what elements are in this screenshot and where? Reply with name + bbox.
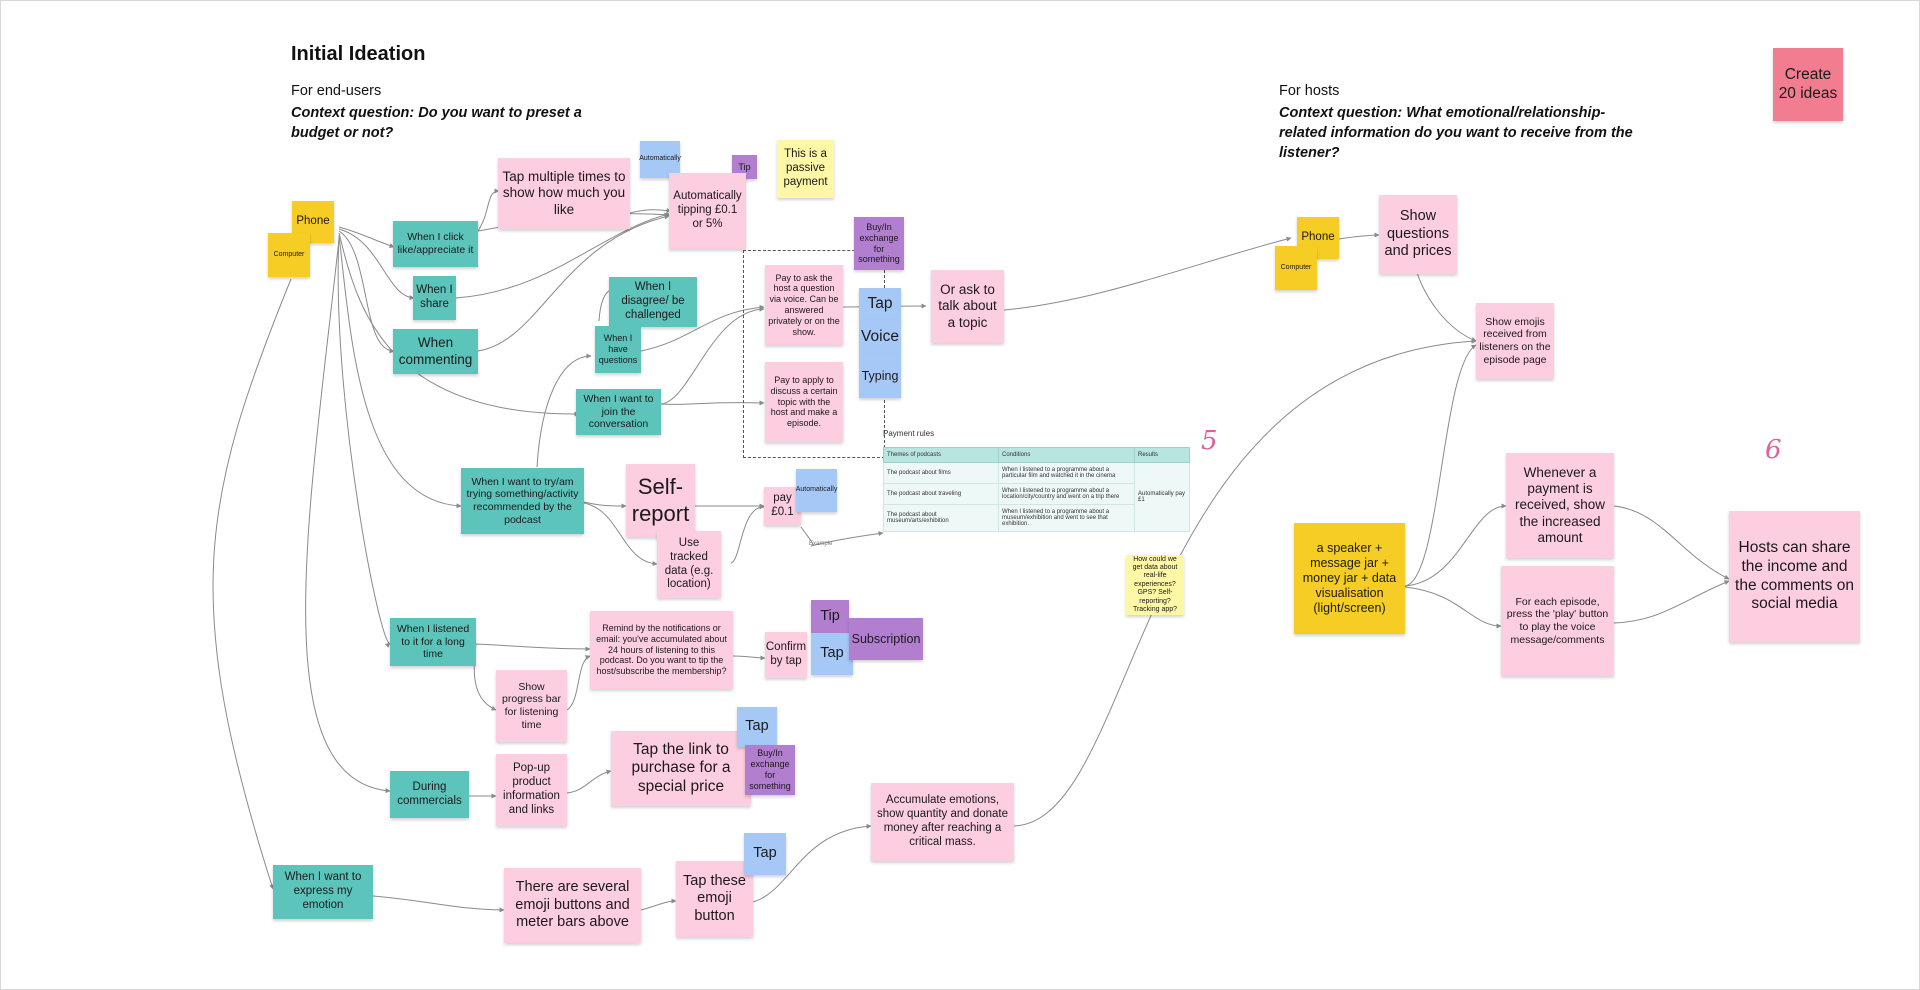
sticky-when-commenting[interactable]: When commenting [393,329,478,374]
table-cell-condition: When I listened to a programme about a m… [998,504,1135,532]
table-cell-result: Automatically pay £1 [1134,462,1190,532]
board-title: Initial Ideation [291,43,426,65]
end-users-question: Context question: Do you want to preset … [291,105,582,141]
payment-rules-table: Themes of podcasts Conditions Results Th… [883,447,1190,532]
sticky-show-emojis-received[interactable]: Show emojis received from listeners on t… [1476,303,1554,379]
sticky-popup-product-info[interactable]: Pop-up product information and links [496,754,567,826]
sticky-tip-2[interactable]: Tip [811,600,849,633]
sticky-computer[interactable]: Computer [268,233,310,277]
table-cell-theme: The podcast about films [883,462,999,484]
scribble-six: 6 [1765,435,1782,465]
sticky-buy-in-exchange-2[interactable]: Buy/In exchange for something [745,745,795,795]
header-conditions: Conditions [998,447,1135,463]
header-results: Results [1134,447,1190,463]
sticky-during-commercials[interactable]: During commercials [390,771,469,818]
sticky-when-click-like[interactable]: When I click like/appreciate it [393,221,478,267]
sticky-payment-received[interactable]: Whenever a payment is received, show the… [1506,453,1614,558]
example-label: Example [809,541,833,547]
table-row: The podcast about traveling When I liste… [883,483,1190,505]
sticky-create-ideas[interactable]: Create 20 ideas [1773,48,1843,121]
table-cell-theme: The podcast about traveling [883,483,999,505]
hosts-heading: For hosts [1279,83,1340,99]
sticky-computer-host[interactable]: Computer [1275,246,1317,290]
header-themes: Themes of podcasts [883,447,999,463]
sticky-emoji-buttons[interactable]: There are several emoji buttons and mete… [504,868,641,943]
sticky-confirm-by-tap[interactable]: Confirm by tap [765,632,807,678]
sticky-automatically-small-2[interactable]: Automatically [796,469,837,512]
sticky-hosts-share-social[interactable]: Hosts can share the income and the comme… [1729,511,1860,642]
sticky-show-questions-prices[interactable]: Show questions and prices [1379,195,1457,274]
sticky-pay-to-ask[interactable]: Pay to ask the host a question via voice… [765,265,843,345]
sticky-pay-to-apply[interactable]: Pay to apply to discuss a certain topic … [765,362,843,442]
sticky-when-try-activity[interactable]: When I want to try/am trying something/a… [461,468,584,534]
payment-rules-title: Payment rules [883,429,935,438]
hosts-question: Context question: What emotional/relatio… [1279,105,1633,161]
sticky-show-progress-bar[interactable]: Show progress bar for listening time [496,670,567,742]
sticky-tap[interactable]: Tap [859,288,901,321]
table-cell-condition: When I listened to a programme about a l… [998,483,1135,505]
sticky-express-emotion[interactable]: When I want to express my emotion [273,865,373,919]
sticky-automatically-tipping[interactable]: Automatically tipping £0.1 or 5% [669,173,746,249]
table-cell-theme: The podcast about museum/arts/exhibition [883,504,999,532]
sticky-each-episode-play[interactable]: For each episode, press the 'play' butto… [1501,566,1614,676]
scribble-five: 5 [1201,426,1218,456]
sticky-tap-link-purchase[interactable]: Tap the link to purchase for a special p… [611,731,751,806]
sticky-accumulate-emotions[interactable]: Accumulate emotions, show quantity and d… [871,783,1014,861]
sticky-tap-4[interactable]: Tap [744,833,786,875]
sticky-when-have-questions[interactable]: When I have questions [595,326,641,373]
sticky-when-join-conversation[interactable]: When I want to join the conversation [576,389,661,435]
table-header-row: Themes of podcasts Conditions Results [883,447,1190,463]
sticky-subscription[interactable]: Subscription [849,618,923,660]
sticky-self-report[interactable]: Self-report [626,464,695,537]
table-row: The podcast about museum/arts/exhibition… [883,504,1190,532]
sticky-tap-3[interactable]: Tap [737,707,777,747]
table-cell-condition: When I listened to a programme about a p… [998,462,1135,484]
sticky-typing[interactable]: Typing [859,354,901,398]
end-users-heading: For end-users [291,83,382,99]
sticky-when-disagree[interactable]: When I disagree/ be challenged [609,277,697,327]
sticky-use-tracked-data[interactable]: Use tracked data (e.g. location) [657,531,721,598]
sticky-speaker-jars[interactable]: a speaker + message jar + money jar + da… [1294,523,1405,634]
sticky-buy-in-exchange[interactable]: Buy/In exchange for something [854,217,904,270]
sticky-data-question[interactable]: How could we get data about real-life ex… [1126,555,1184,615]
sticky-or-ask-topic[interactable]: Or ask to talk about a topic [931,270,1004,343]
sticky-pay-01[interactable]: pay £0.1 [764,487,801,525]
sticky-when-share[interactable]: When I share [413,276,456,320]
sticky-voice[interactable]: Voice [859,320,901,354]
sticky-passive-payment[interactable]: This is a passive payment [777,140,834,198]
sticky-remind-notifications[interactable]: Remind by the notifications or email: yo… [590,611,733,689]
sticky-automatically-small[interactable]: Automatically [639,141,681,178]
sticky-tap-emoji-button[interactable]: Tap these emoji button [676,861,753,937]
sticky-when-listened-long[interactable]: When I listened to it for a long time [390,618,476,666]
sticky-phone-host[interactable]: Phone [1297,217,1339,259]
table-row: The podcast about films When I listened … [883,462,1190,532]
sticky-tap-multiple-times[interactable]: Tap multiple times to show how much you … [498,158,630,229]
sticky-tap-2[interactable]: Tap [811,633,853,675]
